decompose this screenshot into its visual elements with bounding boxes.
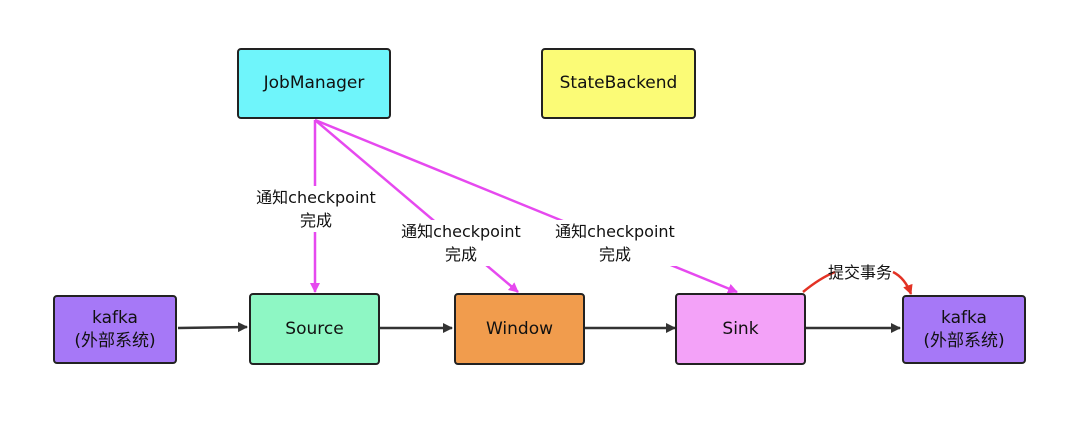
statebackend-label: StateBackend xyxy=(559,73,678,94)
kafka-source-node: kafka (外部系统) xyxy=(53,295,177,364)
sink-node: Sink xyxy=(675,293,806,365)
notify-label-window: 通知checkpoint 完成 xyxy=(389,220,533,267)
jobmanager-label: JobManager xyxy=(263,73,365,94)
window-label: Window xyxy=(485,318,554,339)
jobmanager-node: JobManager xyxy=(237,48,391,119)
kafka-sink-line1: kafka xyxy=(941,308,987,329)
notify-label-sink-line2: 完成 xyxy=(598,245,631,265)
notify-label-sink-line1: 通知checkpoint xyxy=(555,222,675,241)
source-node: Source xyxy=(249,293,380,365)
source-label: Source xyxy=(285,318,344,339)
kafka-source-line2: (外部系统) xyxy=(74,330,156,351)
sink-label: Sink xyxy=(722,318,759,339)
kafka-sink-line2: (外部系统) xyxy=(923,330,1005,351)
notify-label-source: 通知checkpoint 完成 xyxy=(244,186,388,233)
notify-label-source-line2: 完成 xyxy=(299,211,332,231)
notify-label-sink: 通知checkpoint 完成 xyxy=(543,220,687,267)
notify-label-window-line2: 完成 xyxy=(444,245,477,265)
window-node: Window xyxy=(454,293,585,365)
flow-arrow-kafka-source xyxy=(177,322,248,333)
commit-transaction-label: 提交事务 xyxy=(827,263,892,282)
commit-arrow xyxy=(802,270,911,294)
kafka-source-line1: kafka xyxy=(92,308,138,329)
notify-label-window-line1: 通知checkpoint xyxy=(401,222,521,241)
kafka-sink-node: kafka (外部系统) xyxy=(902,295,1026,364)
statebackend-node: StateBackend xyxy=(541,48,696,119)
notify-label-source-line1: 通知checkpoint xyxy=(256,188,376,207)
